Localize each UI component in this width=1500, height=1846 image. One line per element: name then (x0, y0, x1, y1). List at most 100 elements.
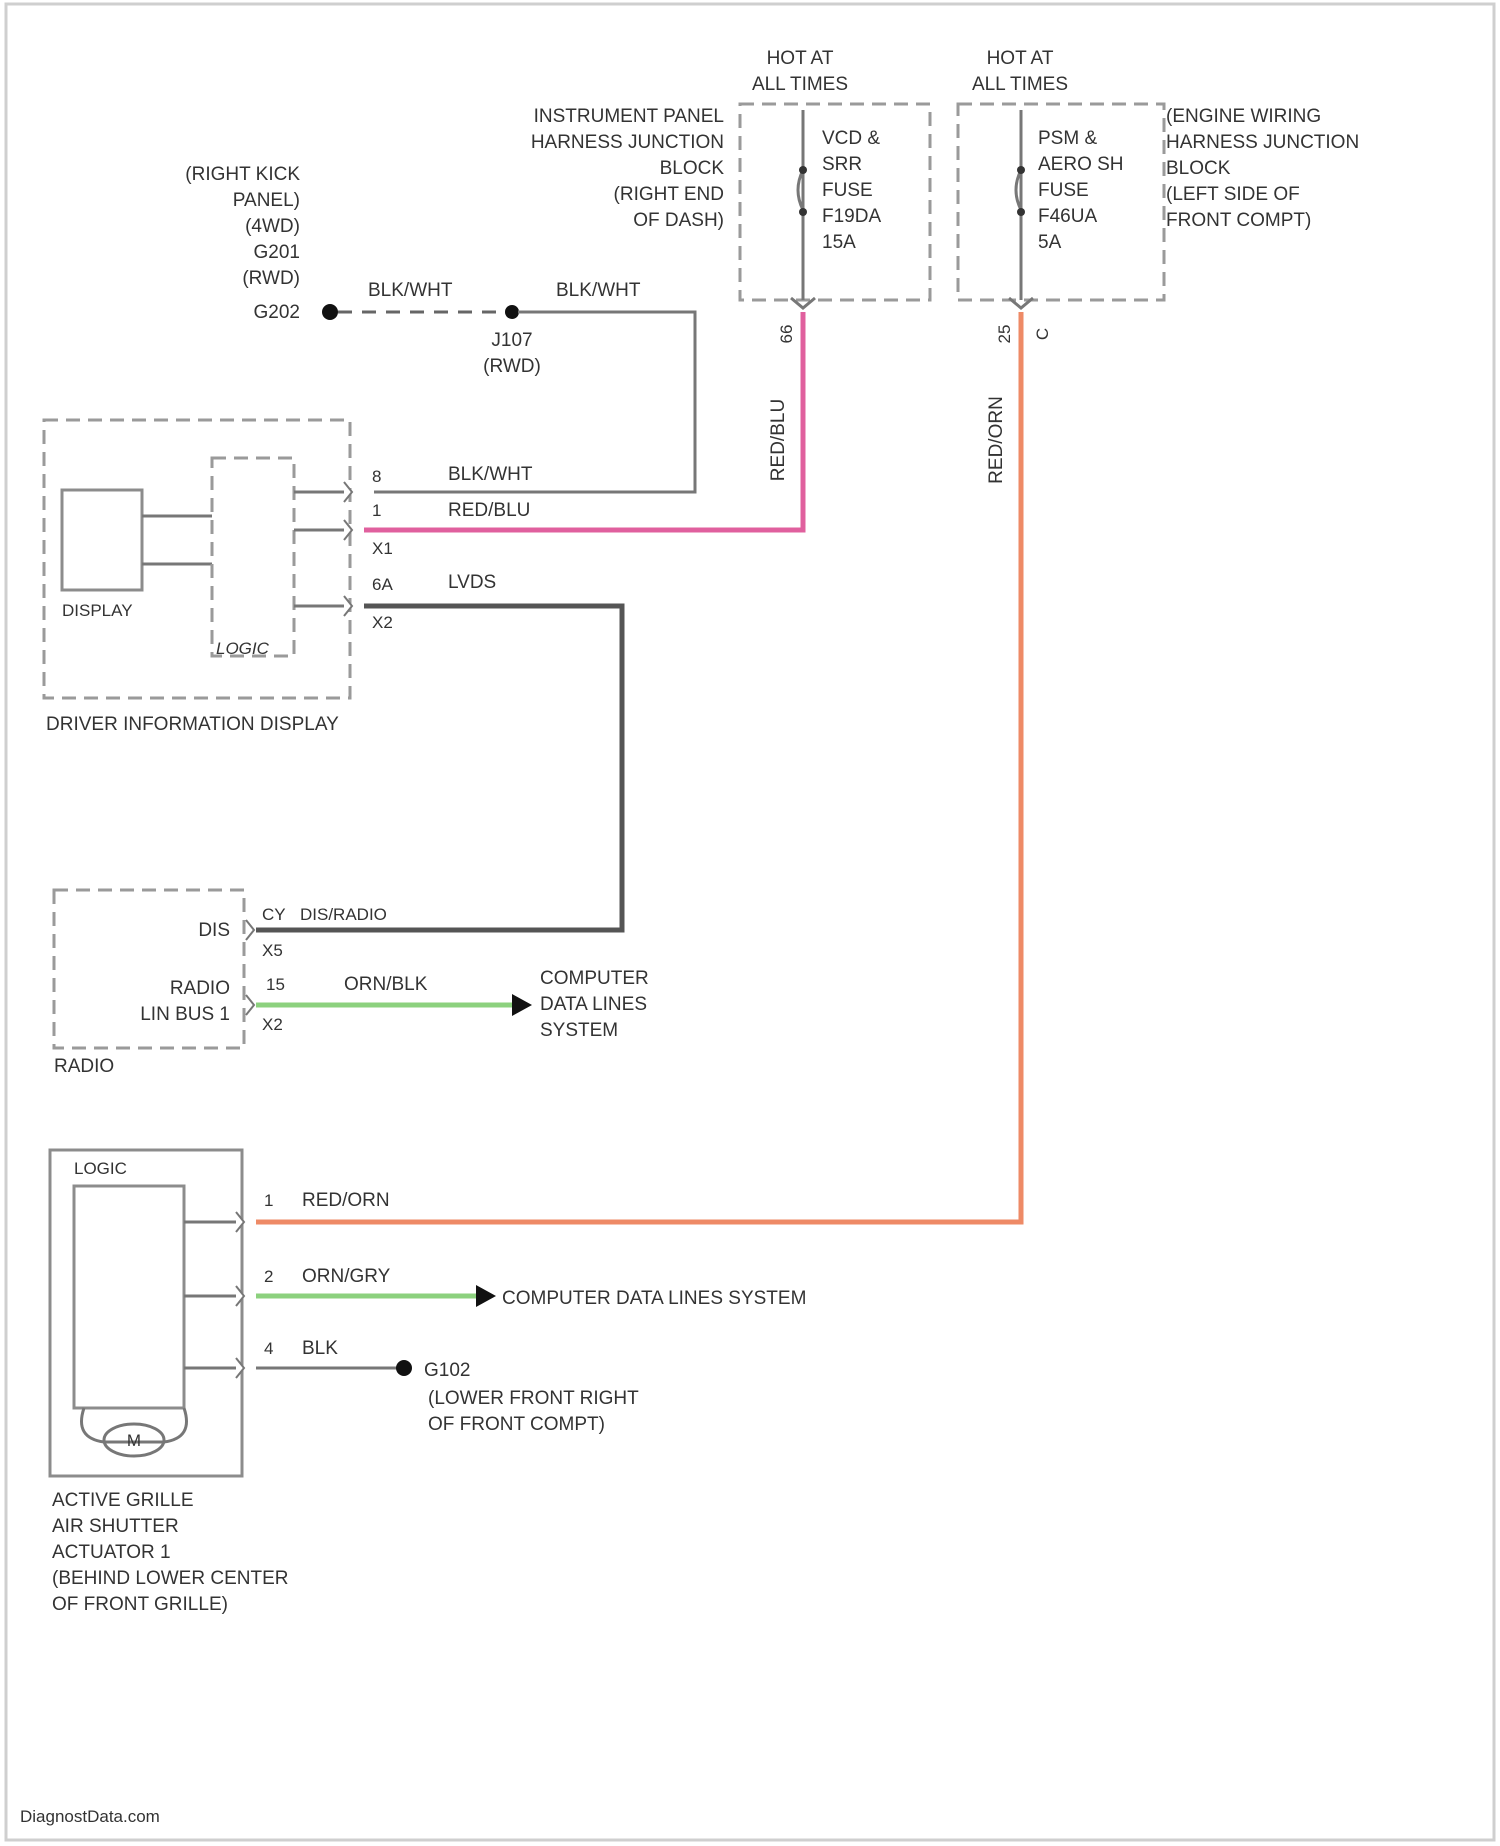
svg-text:FRONT COMPT): FRONT COMPT) (1166, 210, 1311, 231)
did-connector-x1: X1 (372, 539, 393, 558)
wire-blk-wht-right-label: BLK/WHT (556, 280, 641, 301)
svg-text:(ENGINE WIRING: (ENGINE WIRING (1166, 106, 1321, 127)
radio-connector-x5: X5 (262, 941, 283, 960)
fuse-f19da-label: VCD & SRR FUSE F19DA 15A (822, 128, 881, 253)
wire-red-orn (256, 312, 1021, 1222)
wire-red-blu (364, 312, 803, 530)
ground-g102-location-1: (LOWER FRONT RIGHT (428, 1388, 639, 1409)
svg-text:BLOCK: BLOCK (1166, 158, 1231, 179)
radio-pin-15-connector (246, 995, 254, 1015)
did-connector-x2: X2 (372, 613, 393, 632)
hot-at-all-times-1-line1: HOT AT (767, 48, 834, 69)
engine-junction-block-label: (ENGINE WIRING HARNESS JUNCTION BLOCK (L… (1166, 106, 1359, 231)
hot-at-all-times-1-line2: ALL TIMES (752, 74, 848, 95)
svg-text:SRR: SRR (822, 154, 862, 175)
logic-box (212, 458, 294, 656)
fuse-f46ua-pin-b: C (1033, 328, 1052, 340)
svg-text:ACTIVE GRILLE: ACTIVE GRILLE (52, 1490, 194, 1511)
did-wire-lvds: LVDS (448, 572, 496, 593)
actuator-box (50, 1150, 242, 1476)
actuator-pin-2: 2 (264, 1267, 273, 1286)
svg-text:INSTRUMENT PANEL: INSTRUMENT PANEL (534, 106, 724, 127)
svg-text:HARNESS JUNCTION: HARNESS JUNCTION (531, 132, 724, 153)
radio-dis-label: DIS (198, 920, 230, 941)
ground-g102-dot (396, 1360, 412, 1376)
hot-at-all-times-2-line2: ALL TIMES (972, 74, 1068, 95)
radio-pin-cy: CY (262, 905, 286, 924)
wire-red-blu-label: RED/BLU (768, 399, 789, 481)
svg-text:G201: G201 (254, 242, 300, 263)
svg-text:BLOCK: BLOCK (660, 158, 725, 179)
ground-g102-label: G102 (424, 1360, 470, 1381)
fuse-f46ua-contact-bottom (1017, 208, 1025, 216)
fuse-f19da-contact-top (799, 166, 807, 174)
did-wire-blk-wht: BLK/WHT (448, 464, 533, 485)
svg-text:OF FRONT GRILLE): OF FRONT GRILLE) (52, 1594, 228, 1615)
svg-text:(BEHIND LOWER CENTER: (BEHIND LOWER CENTER (52, 1568, 288, 1589)
ground-g202-dot (322, 304, 338, 320)
fuse-f46ua-pin-a: 25 (995, 325, 1014, 344)
svg-text:(LEFT SIDE OF: (LEFT SIDE OF (1166, 184, 1300, 205)
splice-j107-sub: (RWD) (483, 356, 541, 377)
svg-text:G202: G202 (254, 302, 300, 323)
svg-text:HARNESS JUNCTION: HARNESS JUNCTION (1166, 132, 1359, 153)
radio-pin-cy-connector (246, 920, 254, 940)
radio-title: RADIO (54, 1056, 114, 1077)
actuator-wire-red-orn: RED/ORN (302, 1190, 390, 1211)
fuse-f46ua-label: PSM & AERO SH FUSE F46UA 5A (1038, 128, 1124, 253)
actuator-pin-4: 4 (264, 1339, 273, 1358)
display-block (62, 490, 142, 590)
radio-dest-2: DATA LINES (540, 994, 647, 1015)
wire-red-orn-label: RED/ORN (986, 396, 1007, 484)
hot-at-all-times-2-line1: HOT AT (987, 48, 1054, 69)
svg-text:F19DA: F19DA (822, 206, 881, 227)
did-pin-1: 1 (372, 501, 381, 520)
radio-wire-orn-blk: ORN/BLK (344, 974, 428, 995)
svg-text:FUSE: FUSE (1038, 180, 1089, 201)
svg-text:5A: 5A (1038, 232, 1062, 253)
splice-j107-label: J107 (491, 330, 532, 351)
svg-text:FUSE: FUSE (822, 180, 873, 201)
actuator-pin-1: 1 (264, 1191, 273, 1210)
driver-info-display-title: DRIVER INFORMATION DISPLAY (46, 714, 339, 735)
svg-text:VCD &: VCD & (822, 128, 880, 149)
motor-label: M (127, 1431, 141, 1450)
did-pin-6a: 6A (372, 575, 393, 594)
splice-j107-dot (505, 305, 519, 319)
ground-g102-location-2: OF FRONT COMPT) (428, 1414, 605, 1435)
svg-text:(RWD): (RWD) (242, 268, 300, 289)
svg-text:OF DASH): OF DASH) (633, 210, 724, 231)
actuator-logic-block (74, 1186, 184, 1408)
actuator-title: ACTIVE GRILLE AIR SHUTTER ACTUATOR 1 (BE… (52, 1490, 288, 1615)
radio-dest-1: COMPUTER (540, 968, 649, 989)
svg-text:F46UA: F46UA (1038, 206, 1097, 227)
fuse-f19da-pin: 66 (777, 325, 796, 344)
radio-wire-dis: DIS/RADIO (300, 905, 387, 924)
svg-text:PSM &: PSM & (1038, 128, 1097, 149)
radio-dest-3: SYSTEM (540, 1020, 618, 1041)
svg-text:AIR SHUTTER: AIR SHUTTER (52, 1516, 179, 1537)
driver-info-display-box (44, 420, 350, 698)
svg-text:PANEL): PANEL) (233, 190, 300, 211)
ground-g202-label: (RIGHT KICK PANEL) (4WD) G201 (RWD) G202 (185, 164, 300, 323)
svg-text:15A: 15A (822, 232, 856, 253)
svg-text:(RIGHT KICK: (RIGHT KICK (185, 164, 300, 185)
radio-connector-x2: X2 (262, 1015, 283, 1034)
actuator-wire-blk: BLK (302, 1338, 338, 1359)
actuator-logic-label: LOGIC (74, 1159, 127, 1178)
radio-arrow-icon (512, 994, 532, 1016)
svg-text:(RIGHT END: (RIGHT END (614, 184, 724, 205)
radio-pin-15: 15 (266, 975, 285, 994)
fuse-f46ua-contact-top (1017, 166, 1025, 174)
display-label: DISPLAY (62, 601, 133, 620)
svg-text:AERO SH: AERO SH (1038, 154, 1124, 175)
actuator-destination: COMPUTER DATA LINES SYSTEM (502, 1288, 806, 1309)
watermark: DiagnostData.com (20, 1807, 160, 1826)
did-wire-red-blu: RED/BLU (448, 500, 530, 521)
logic-label: LOGIC (216, 639, 270, 658)
wire-blk-wht-to-display (374, 312, 695, 492)
did-pin-8: 8 (372, 467, 381, 486)
svg-text:ACTUATOR 1: ACTUATOR 1 (52, 1542, 171, 1563)
actuator-wire-orn-gry: ORN/GRY (302, 1266, 391, 1287)
